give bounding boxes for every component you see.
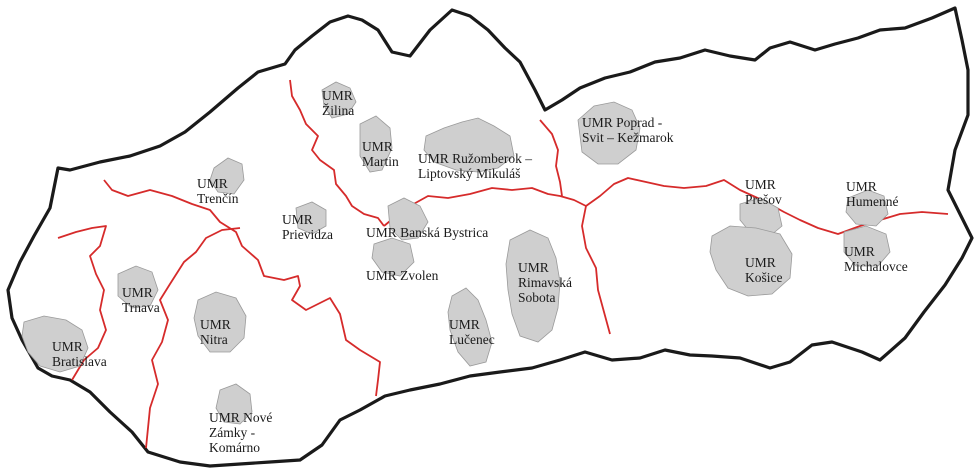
label-umr-poprad: UMR Poprad -Svit – Kežmarok bbox=[582, 115, 674, 145]
urban-area-zilina bbox=[321, 81, 357, 119]
urban-area-nitra bbox=[193, 291, 247, 353]
urban-area-presov bbox=[739, 197, 783, 237]
urban-area-ruzomberok bbox=[423, 117, 515, 173]
urban-area-kosice bbox=[709, 225, 793, 297]
urban-area-poprad bbox=[577, 101, 641, 165]
urban-areas bbox=[21, 81, 891, 425]
label-umr-ruzomberok: UMR Ružomberok –Liptovský Mikuláš bbox=[418, 151, 532, 181]
region-borders bbox=[57, 79, 949, 449]
urban-area-trencin bbox=[209, 157, 245, 195]
urban-area-humenne bbox=[845, 189, 889, 227]
urban-area-nove-zamky bbox=[215, 383, 253, 425]
urban-area-michalovce bbox=[843, 225, 891, 267]
country-outline bbox=[6, 6, 974, 468]
urban-area-banska-bystrica bbox=[387, 197, 429, 241]
urban-area-lucenec bbox=[447, 287, 493, 367]
label-umr-banska-bystrica: UMR Banská Bystrica bbox=[366, 225, 489, 240]
urban-area-zvolen bbox=[371, 237, 415, 277]
urban-area-bratislava bbox=[21, 315, 89, 373]
urban-area-rimavska-sobota bbox=[505, 229, 561, 343]
urban-area-prievidza bbox=[295, 201, 327, 235]
label-umr-zvolen: UMR Zvolen bbox=[366, 268, 439, 283]
urban-area-martin bbox=[359, 115, 393, 173]
urban-area-trnava bbox=[117, 265, 159, 309]
